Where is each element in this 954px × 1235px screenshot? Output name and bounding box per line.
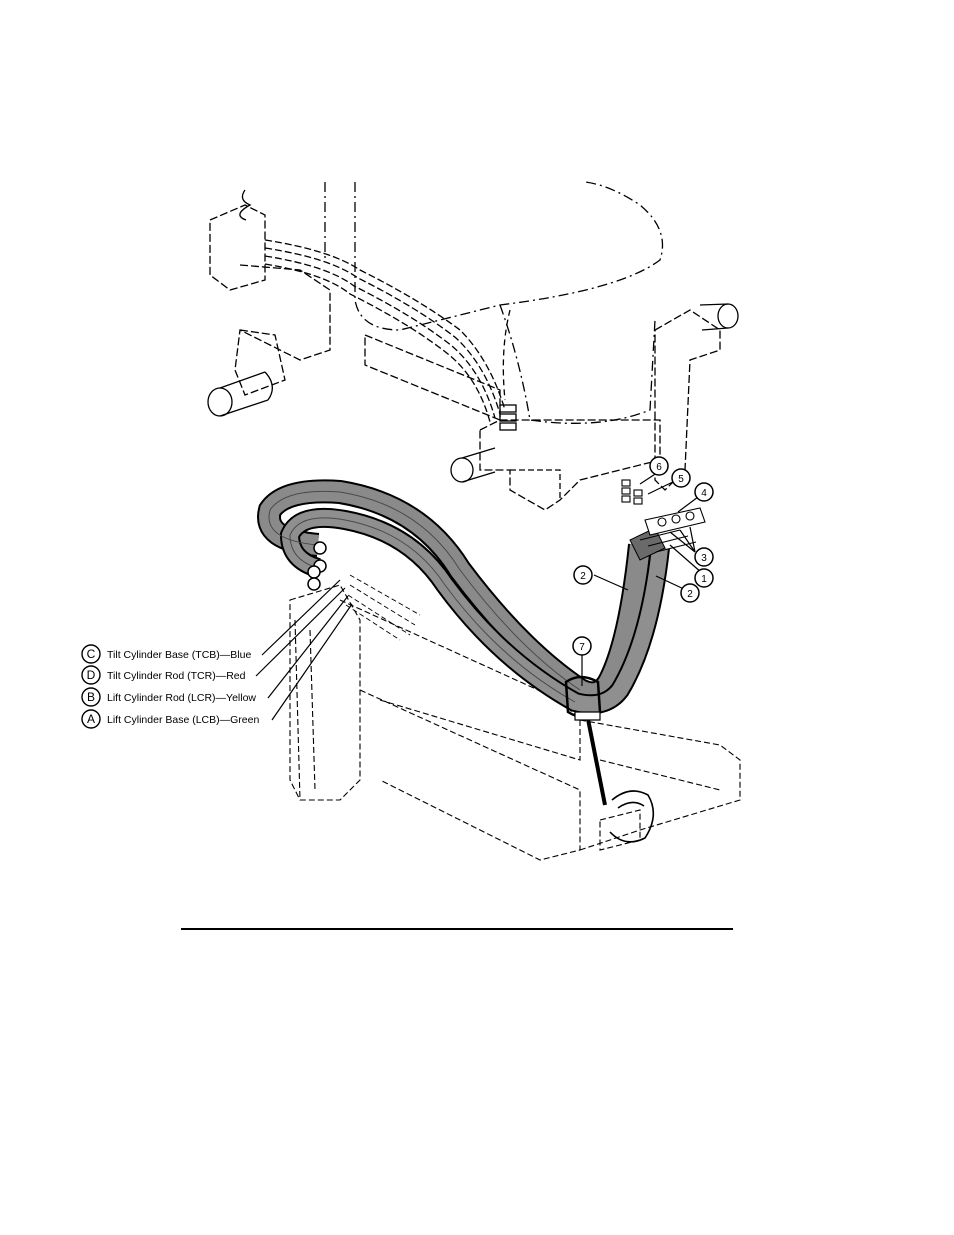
hose-assembly: [269, 491, 665, 720]
svg-text:4: 4: [701, 488, 707, 499]
legend-item-lcr: B Lift Cylinder Rod (LCR)—Yellow: [82, 688, 256, 706]
hose-legend: C Tilt Cylinder Base (TCB)—Blue D Tilt C…: [82, 645, 259, 728]
svg-text:2: 2: [580, 571, 586, 582]
legend-item-tcb: C Tilt Cylinder Base (TCB)—Blue: [82, 645, 251, 663]
svg-text:Lift Cylinder Base (LCB)—Green: Lift Cylinder Base (LCB)—Green: [107, 714, 259, 726]
svg-text:Lift Cylinder Rod (LCR)—Yellow: Lift Cylinder Rod (LCR)—Yellow: [107, 692, 256, 704]
svg-text:1: 1: [701, 574, 707, 585]
callout-3: 3: [695, 548, 713, 566]
svg-text:6: 6: [656, 462, 662, 473]
callout-5: 5: [672, 469, 690, 487]
svg-text:D: D: [87, 668, 96, 682]
callout-2-right: 2: [681, 584, 699, 602]
svg-text:7: 7: [579, 642, 585, 653]
section-divider-rule: [181, 928, 733, 930]
callout-7: 7: [573, 637, 591, 655]
svg-text:B: B: [87, 690, 95, 704]
callout-6: 6: [650, 457, 668, 475]
svg-text:2: 2: [687, 589, 693, 600]
svg-text:5: 5: [678, 474, 684, 485]
callout-1: 1: [695, 569, 713, 587]
svg-text:A: A: [87, 712, 95, 726]
svg-text:Tilt Cylinder Rod (TCR)—Red: Tilt Cylinder Rod (TCR)—Red: [107, 670, 246, 682]
legend-item-tcr: D Tilt Cylinder Rod (TCR)—Red: [82, 666, 246, 684]
svg-text:3: 3: [701, 553, 707, 564]
svg-text:C: C: [87, 647, 96, 661]
callout-4: 4: [695, 483, 713, 501]
legend-item-lcb: A Lift Cylinder Base (LCB)—Green: [82, 710, 259, 728]
svg-text:Tilt Cylinder Base (TCB)—Blue: Tilt Cylinder Base (TCB)—Blue: [107, 649, 251, 661]
callout-2-left: 2: [574, 566, 592, 584]
lower-clamp: [587, 714, 653, 842]
